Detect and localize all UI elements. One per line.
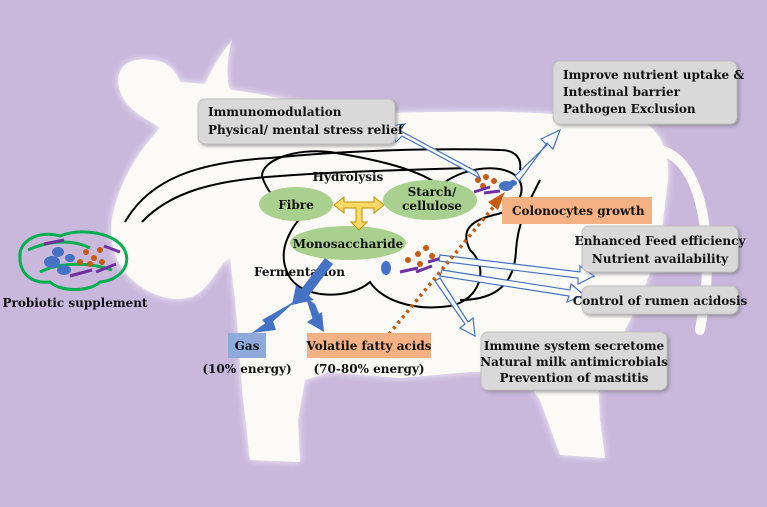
arrow-to-feed-efficiency xyxy=(438,254,596,285)
fibre-node xyxy=(259,187,333,221)
vfa-label: Volatile fatty acids xyxy=(306,339,432,353)
arrow-to-nutrient-uptake xyxy=(514,128,562,182)
immune-system-line-1: Immune system secretome xyxy=(484,339,665,353)
starch-label-2: cellulose xyxy=(402,199,462,213)
immune-system-line-3: Prevention of mastitis xyxy=(500,371,649,385)
fibre-label: Fibre xyxy=(278,198,314,212)
starch-node xyxy=(383,180,477,220)
gas-energy-label: (10% energy) xyxy=(202,362,291,376)
acidosis-label: Control of rumen acidosis xyxy=(573,294,748,308)
feed-efficiency-box xyxy=(581,225,739,273)
hydrolysis-label: Hydrolysis xyxy=(313,170,384,184)
colonocytes-label: Colonocytes growth xyxy=(512,204,645,218)
immune-system-line-2: Natural milk antimicrobials xyxy=(480,355,668,369)
hydrolysis-arrow xyxy=(333,195,385,231)
arrow-to-immunomodulation xyxy=(387,123,482,180)
vfa-box xyxy=(307,333,431,358)
nutrient-uptake-line-3: Pathogen Exclusion xyxy=(563,102,696,116)
gut-microbes xyxy=(381,174,517,275)
vfa-to-colonocytes-arrow xyxy=(378,192,505,347)
feed-efficiency-line-2: Nutrient availability xyxy=(592,252,729,266)
gas-label: Gas xyxy=(235,339,260,353)
starch-label-1: Starch/ xyxy=(408,185,457,199)
colonocytes-box xyxy=(502,197,652,224)
vfa-energy-label: (70-80% energy) xyxy=(314,362,425,376)
fermentation-label: Fermentation xyxy=(254,265,345,279)
nutrient-uptake-line-1: Improve nutrient uptake & xyxy=(563,68,744,82)
benefit-boxes: Immunomodulation Physical/ mental stress… xyxy=(197,60,748,391)
acidosis-box xyxy=(581,285,739,315)
products: Gas (10% energy) Volatile fatty acids (7… xyxy=(202,197,652,376)
gas-box xyxy=(228,333,266,358)
digestion-nodes: Fibre Starch/ cellulose Monosaccharide xyxy=(259,180,477,260)
arrow-to-immune-system xyxy=(434,277,476,338)
fermentation-arrows xyxy=(252,258,333,333)
nutrient-uptake-box xyxy=(552,60,738,125)
immunomodulation-line-1: Immunomodulation xyxy=(208,105,342,119)
immune-system-box xyxy=(480,331,668,391)
arrow-to-acidosis xyxy=(439,269,586,304)
monosaccharide-node xyxy=(290,226,406,260)
monosaccharide-label: Monosaccharide xyxy=(293,237,404,251)
benefit-arrows xyxy=(387,123,596,338)
feed-efficiency-line-1: Enhanced Feed efficiency xyxy=(575,234,747,248)
immunomodulation-box xyxy=(197,98,396,145)
probiotic-microbe-cluster-icon xyxy=(18,230,129,291)
immunomodulation-line-2: Physical/ mental stress relief xyxy=(208,123,404,137)
probiotic-label: Probiotic supplement xyxy=(3,296,148,310)
nutrient-uptake-line-2: Intestinal barrier xyxy=(563,85,681,99)
